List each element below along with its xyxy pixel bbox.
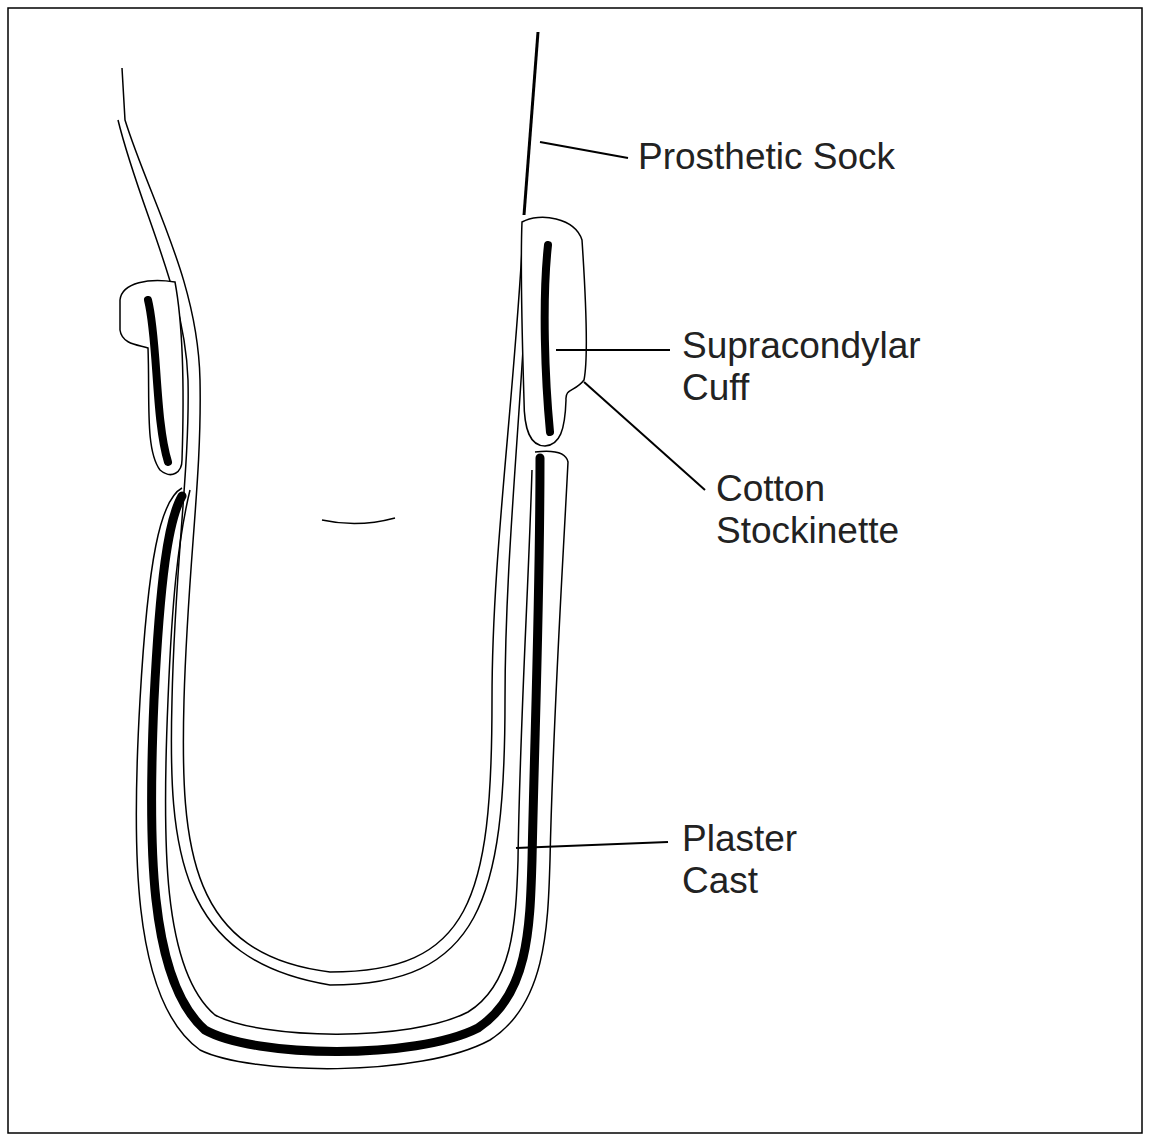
cuff-pad: [545, 245, 550, 432]
stockinette-line: [165, 470, 532, 1034]
prosthetic-sock: [524, 32, 538, 215]
plaster-cast: [151, 458, 540, 1052]
part-label: Supracondylar Cuff: [682, 325, 937, 409]
supracondylar-cuff: [120, 281, 183, 475]
leader-line: [540, 142, 628, 158]
sock-line: [118, 120, 530, 985]
part-label: Prosthetic Sock: [638, 136, 1058, 178]
part-label: Plaster Cast: [682, 818, 817, 902]
leader-line: [556, 349, 670, 351]
part-label: Cotton Stockinette: [716, 468, 921, 552]
cuff-pad: [148, 300, 168, 462]
frame: [8, 8, 1142, 1133]
skin-crease: [322, 518, 395, 524]
plaster-cast-outline: [136, 451, 568, 1068]
limb-outline: [122, 68, 522, 972]
supracondylar-cuff: [521, 217, 586, 446]
leader-line: [516, 842, 668, 848]
